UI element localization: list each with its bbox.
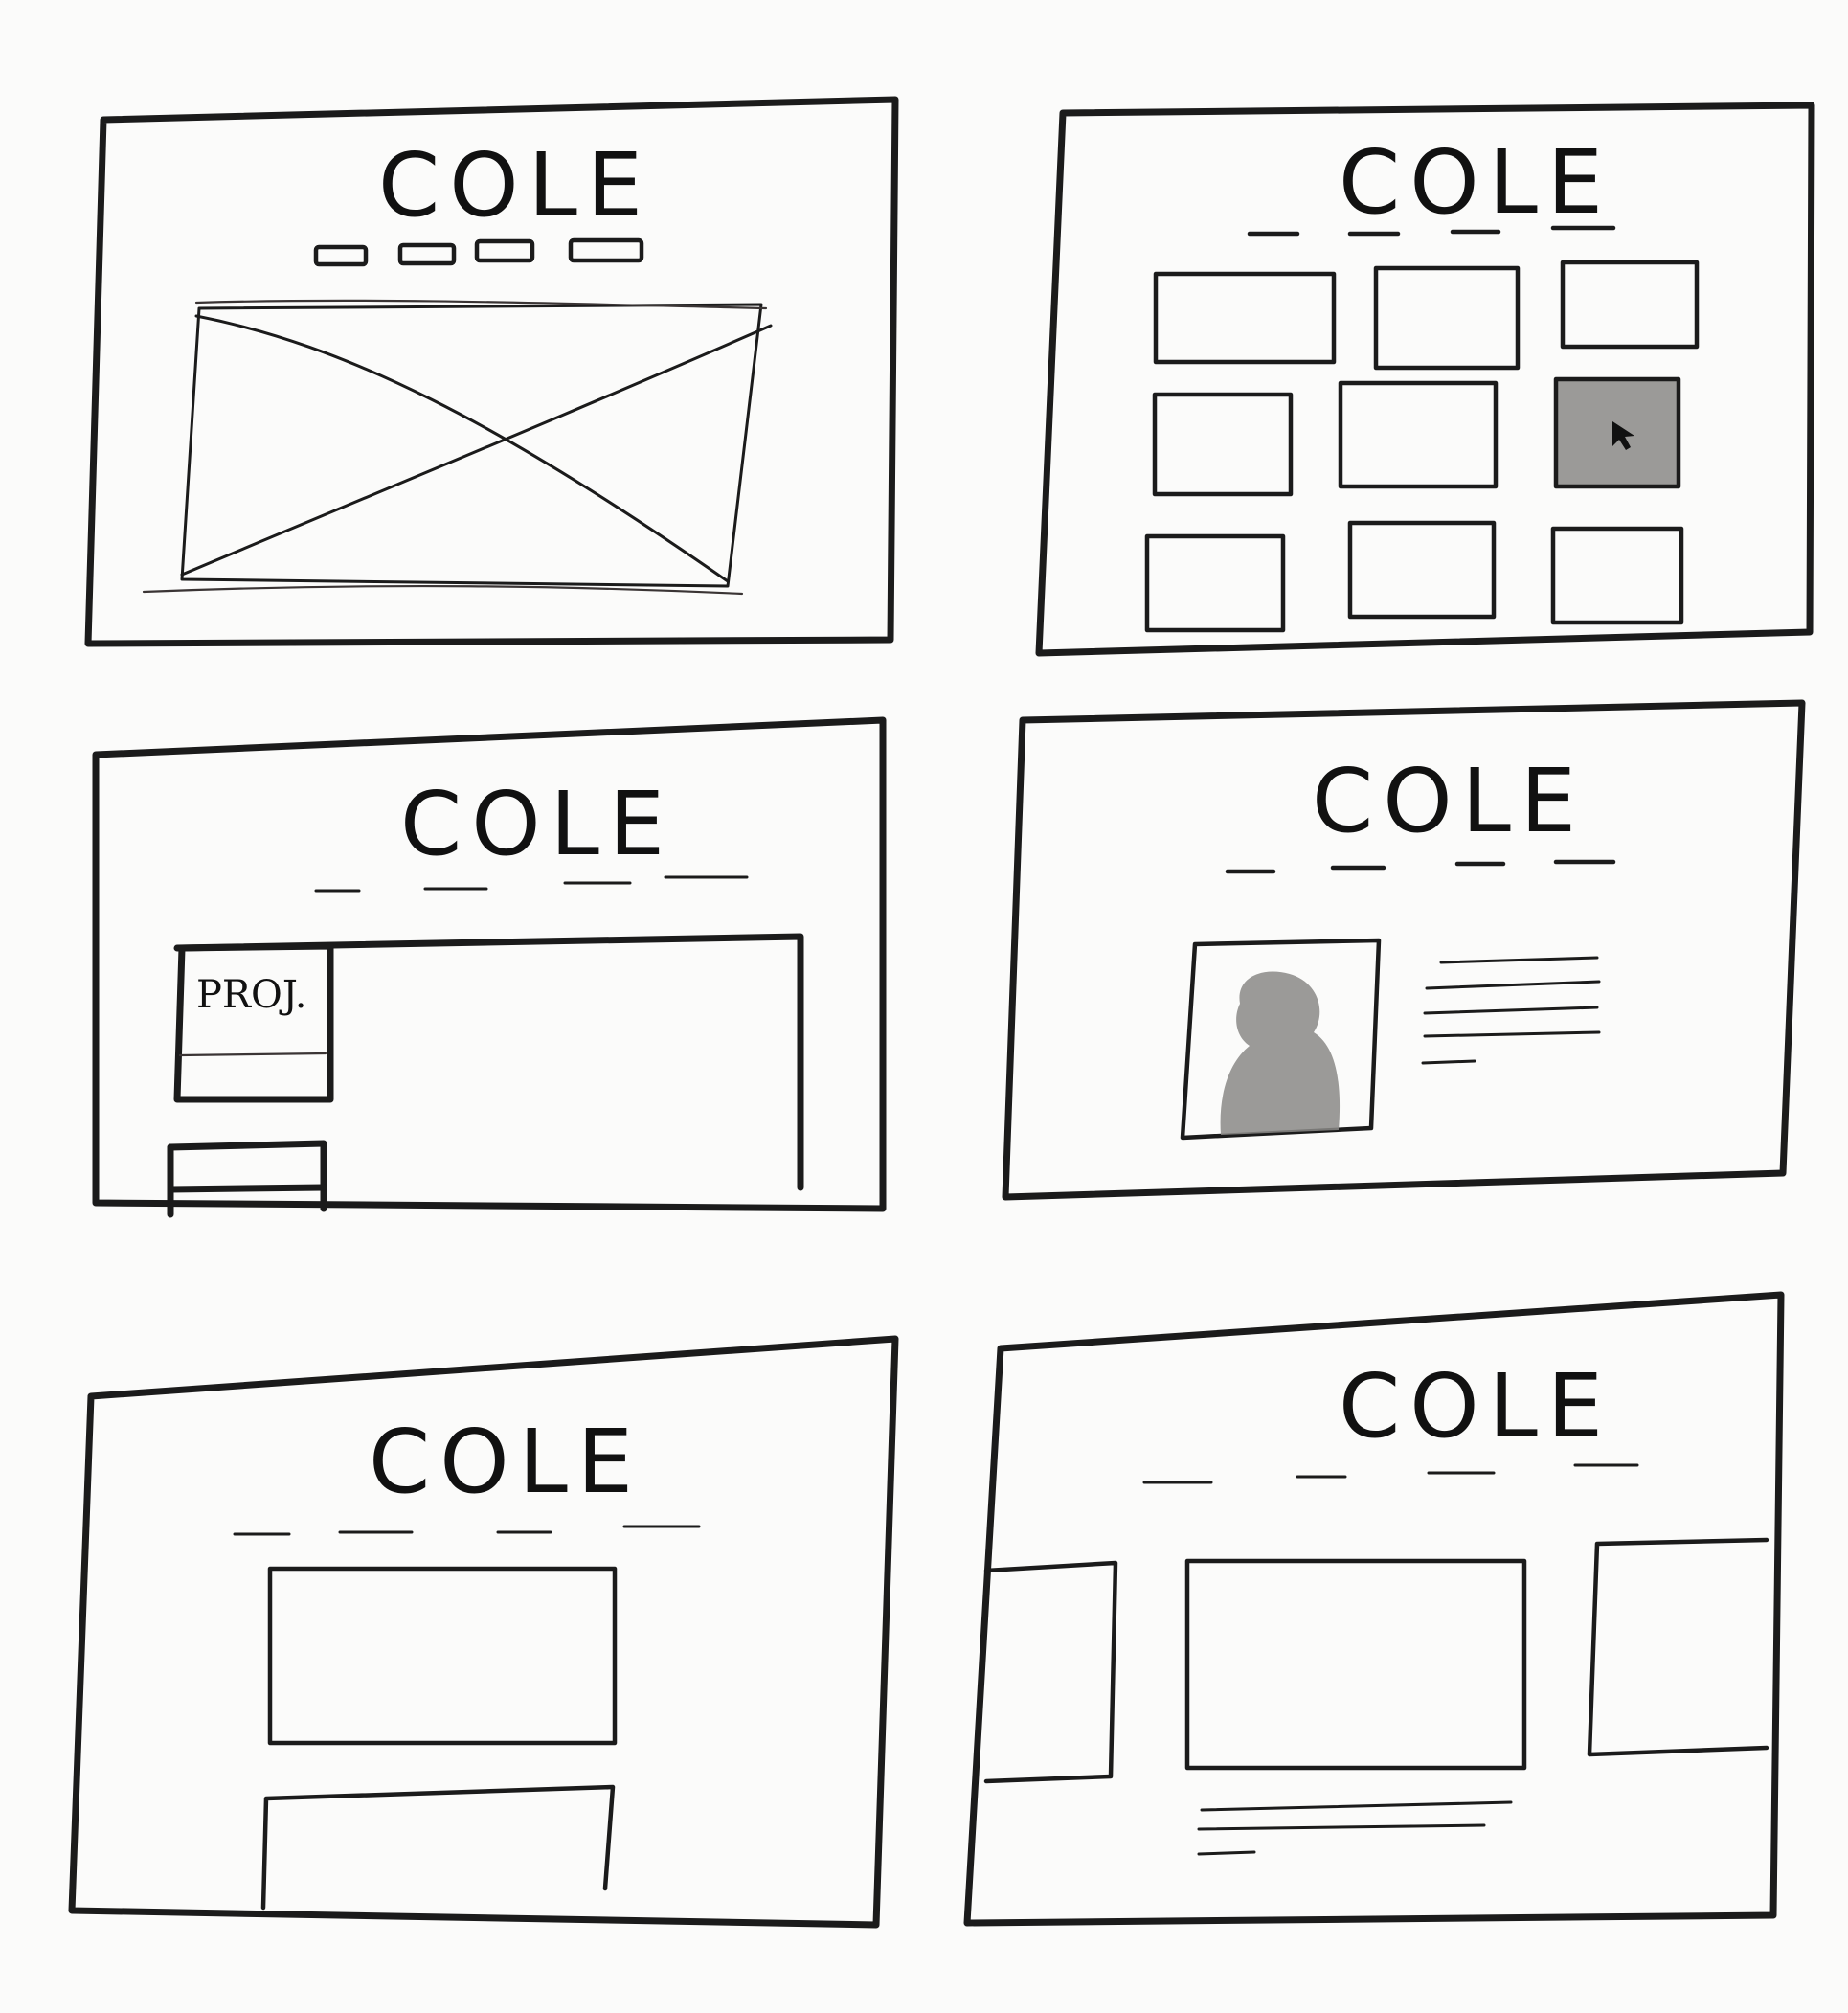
person-icon [1220, 971, 1341, 1135]
nav-bar [313, 237, 644, 267]
nav-bar [1247, 225, 1616, 237]
profile-photo [1180, 938, 1382, 1141]
content-card[interactable] [267, 1566, 618, 1746]
nav-bar [314, 875, 749, 893]
nav-bar [1225, 859, 1616, 874]
grid-tile[interactable] [1550, 526, 1684, 625]
frame-project-grid: COLE [1035, 102, 1815, 657]
site-title: COLE [369, 1411, 642, 1513]
site-title: COLE [1312, 750, 1586, 852]
frame-home-hero: COLE [84, 96, 899, 647]
content-card[interactable] [260, 1784, 616, 1911]
divider [178, 1052, 327, 1057]
frame-stacked-cards: COLE [68, 1335, 899, 1929]
nav-bar [1142, 1463, 1639, 1484]
frame-about: COLE [1002, 699, 1806, 1201]
frame-carousel: COLE [963, 1291, 1785, 1927]
sidebar-item[interactable] [167, 1184, 327, 1193]
grid-tile[interactable] [1347, 520, 1497, 620]
nav-item[interactable] [474, 238, 535, 263]
grid-tile[interactable] [1338, 380, 1499, 489]
grid-tile[interactable] [1144, 533, 1286, 633]
grid-tile[interactable] [1560, 260, 1700, 350]
carousel-prev-slide[interactable] [983, 1560, 1118, 1784]
site-title: COLE [1339, 1355, 1612, 1458]
project-label: PROJ. [196, 973, 306, 1017]
site-title: COLE [400, 773, 674, 875]
nav-bar [233, 1525, 701, 1536]
site-title: COLE [378, 134, 652, 237]
grid-tile[interactable] [1153, 271, 1337, 365]
project-sidebar: PROJ. [167, 942, 334, 1218]
carousel-main-slide[interactable] [1184, 1558, 1527, 1771]
hero-image-placeholder [142, 299, 773, 596]
nav-item[interactable] [313, 244, 369, 267]
carousel-next-slide[interactable] [1587, 1537, 1769, 1757]
caption-text-lines [1197, 1800, 1513, 1856]
grid-tile[interactable] [1152, 392, 1294, 497]
cursor-icon [1612, 421, 1634, 450]
nav-item[interactable] [568, 237, 644, 263]
project-grid [1144, 260, 1700, 633]
frame-project-detail: COLE PROJ. [92, 716, 887, 1218]
site-title: COLE [1339, 131, 1612, 234]
nav-item[interactable] [397, 242, 457, 266]
bio-text-lines [1421, 956, 1601, 1065]
grid-tile[interactable] [1373, 265, 1521, 371]
sidebar-item[interactable] [167, 1140, 327, 1212]
